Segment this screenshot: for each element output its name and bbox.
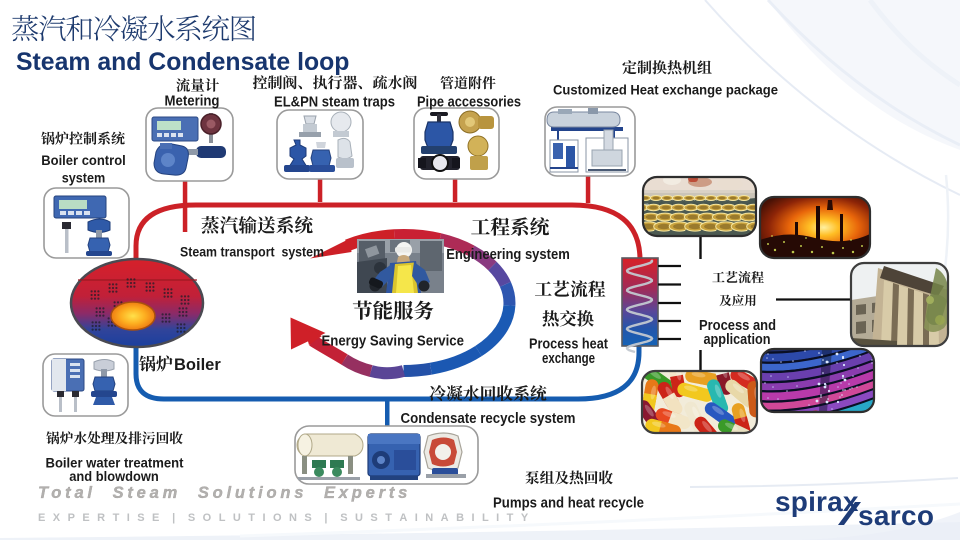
svg-text:Metering: Metering [165,94,220,110]
svg-text:Boiler water treatment: Boiler water treatment [46,455,184,471]
svg-text:system: system [62,170,106,186]
svg-text:Steam transport system: Steam transport system [180,244,324,260]
svg-text:Process heat: Process heat [529,336,608,353]
svg-text:exchange: exchange [542,350,595,367]
svg-text:Steam and Condensate loop: Steam and Condensate loop [16,49,349,76]
svg-text:Boiler: Boiler [174,356,221,374]
svg-text:Energy Saving Service: Energy Saving Service [321,334,464,350]
svg-text:Condensate recycle system: Condensate recycle system [401,411,576,427]
svg-text:Boiler control: Boiler control [41,152,126,168]
svg-text:sarco: sarco [858,500,934,531]
svg-text:Total Steam Solutions Exper: Total Steam Solutions Experts [38,484,411,502]
svg-text:and blowdown: and blowdown [69,468,159,484]
svg-text:spirax: spirax [775,486,859,517]
svg-text:EL&PN steam traps: EL&PN steam traps [274,94,395,111]
svg-text:Customized Heat exchange packa: Customized Heat exchange package [553,82,778,98]
svg-text:Pumps and heat recycle: Pumps and heat recycle [493,496,644,512]
svg-text:Engineering system: Engineering system [446,247,570,263]
svg-text:application: application [704,331,771,348]
svg-text:E X P E R T I S E | S O L U: E X P E R T I S E | S O L U T I O N S | … [38,512,530,524]
svg-text:Pipe accessories: Pipe accessories [417,94,521,111]
svg-text:Process and: Process and [699,317,776,334]
